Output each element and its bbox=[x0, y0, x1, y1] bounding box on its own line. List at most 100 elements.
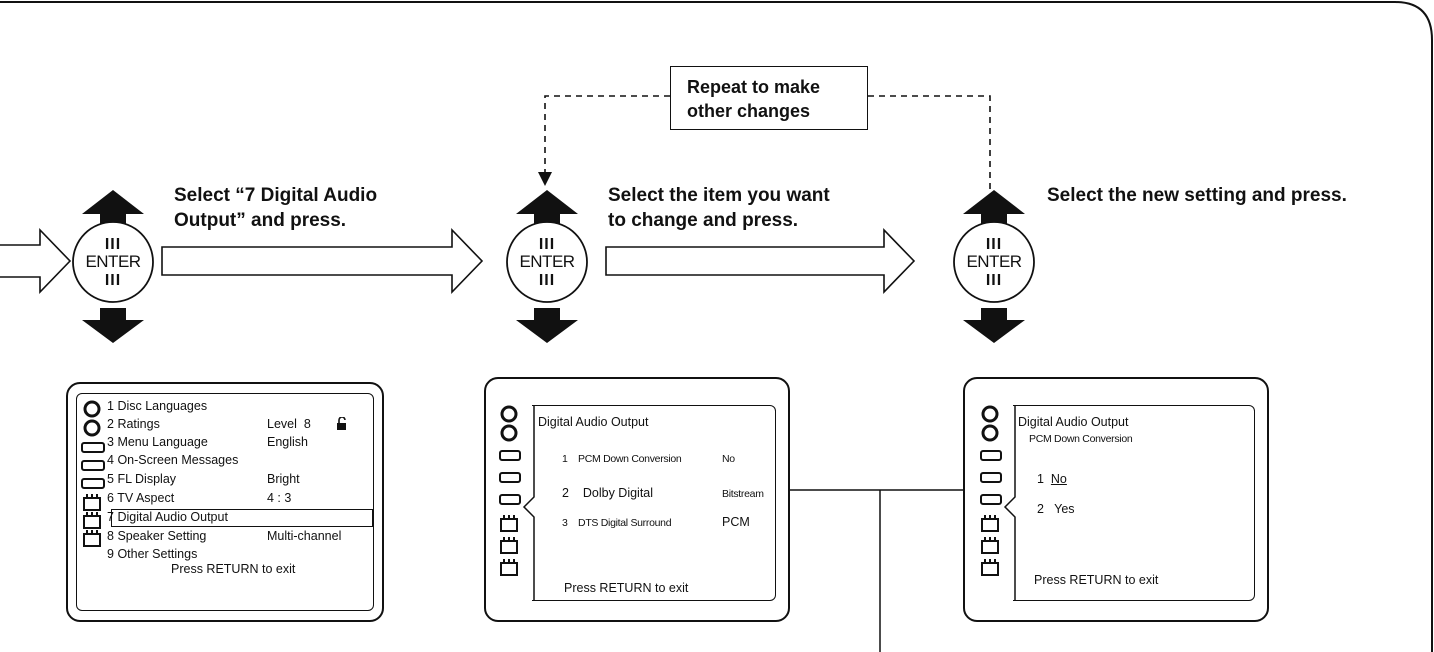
enter-label: ENTER bbox=[85, 252, 141, 271]
item-value: Bitstream bbox=[722, 488, 764, 500]
item-num: 1 bbox=[562, 453, 568, 465]
menu-side-icons bbox=[499, 405, 521, 576]
menu-item-6[interactable]: 6 TV Aspect bbox=[107, 491, 174, 506]
option-num: 1 bbox=[1037, 472, 1044, 486]
option-1[interactable]: 1 No bbox=[1037, 472, 1067, 487]
enter-ticks-top: III bbox=[104, 236, 122, 253]
item-label: Dolby Digital bbox=[582, 486, 654, 500]
item-label: Ratings bbox=[117, 417, 160, 431]
footer-text: Press RETURN to exit bbox=[564, 581, 689, 595]
item-num: 3 bbox=[107, 435, 114, 449]
item-num: 8 bbox=[107, 529, 114, 543]
arrow-down-icon bbox=[516, 308, 578, 343]
menu-item-8[interactable]: 8 Speaker Setting bbox=[107, 529, 206, 544]
enter-ticks-top: III bbox=[985, 236, 1003, 253]
option-2[interactable]: 2 Yes bbox=[1037, 502, 1075, 517]
display-icon bbox=[499, 450, 521, 461]
item-num: 7 bbox=[107, 510, 114, 524]
hollow-arrow-right-icon bbox=[161, 228, 484, 294]
audio-item-1[interactable]: 1 PCM Down Conversion bbox=[562, 452, 682, 467]
enter-button-circle bbox=[72, 221, 154, 303]
speaker-icon bbox=[83, 512, 101, 529]
disc-icon bbox=[500, 424, 518, 442]
audio-item-2[interactable]: 2 Dolby Digital bbox=[562, 486, 653, 501]
item-num: 2 bbox=[562, 486, 569, 500]
screen-notch bbox=[1003, 405, 1016, 601]
enter-ticks-bottom: III bbox=[104, 272, 122, 289]
item-value: Multi-channel bbox=[267, 529, 342, 543]
repeat-loop-arrowhead bbox=[538, 172, 552, 186]
footer-text: Press RETURN to exit bbox=[1034, 573, 1159, 587]
item-value: 4 : 3 bbox=[267, 491, 292, 505]
item-value: PCM bbox=[722, 515, 750, 529]
arrow-down-icon bbox=[82, 308, 144, 343]
item-label: TV Aspect bbox=[117, 491, 175, 505]
setup-menu-screen: 1 Disc Languages 2 Ratings Level 8 3 Men… bbox=[66, 382, 384, 622]
lock-icon bbox=[337, 417, 346, 430]
enter-ticks-bottom: III bbox=[538, 272, 556, 289]
menu-item-7[interactable]: 7 Digital Audio Output bbox=[107, 510, 228, 525]
item-num: 4 bbox=[107, 453, 114, 467]
enter-label: ENTER bbox=[966, 252, 1022, 271]
item-label: Digital Audio Output bbox=[117, 510, 228, 524]
menu-item-3[interactable]: 3 Menu Language bbox=[107, 435, 208, 450]
arrow-up-icon bbox=[82, 190, 144, 226]
arrow-down-icon bbox=[963, 308, 1025, 343]
instruction-step-3: Select the new setting and press. bbox=[1047, 185, 1347, 206]
screen-title: Digital Audio Output bbox=[538, 415, 649, 429]
menu-item-9[interactable]: 9 Other Settings bbox=[107, 547, 197, 562]
item-num: 9 bbox=[107, 547, 114, 561]
repeat-note: Repeat to make other changes bbox=[670, 66, 868, 130]
speaker-icon bbox=[500, 537, 518, 554]
instruction-step-2: Select the item you want to change and p… bbox=[608, 185, 830, 231]
hollow-arrow-right-icon bbox=[0, 228, 72, 294]
disc-icon bbox=[981, 424, 999, 442]
selected-row-highlight bbox=[111, 509, 373, 527]
item-num: 6 bbox=[107, 491, 114, 505]
speaker-icon bbox=[981, 559, 999, 576]
audio-item-3[interactable]: 3 DTS Digital Surround bbox=[562, 516, 672, 531]
item-label: Speaker Setting bbox=[117, 529, 207, 543]
item-label: On-Screen Messages bbox=[117, 453, 239, 467]
screen-inner bbox=[1013, 405, 1255, 601]
enter-button-circle bbox=[953, 221, 1035, 303]
screen-inner: 1 Disc Languages 2 Ratings Level 8 3 Men… bbox=[76, 393, 374, 611]
item-num: 5 bbox=[107, 472, 114, 486]
enter-ticks-bottom: III bbox=[985, 272, 1003, 289]
screen-subtitle: PCM Down Conversion bbox=[1029, 433, 1133, 445]
item-num: 2 bbox=[107, 417, 114, 431]
option-num: 2 bbox=[1037, 502, 1044, 516]
menu-item-1[interactable]: 1 Disc Languages bbox=[107, 399, 207, 414]
repeat-loop-left bbox=[544, 95, 670, 175]
option-label: Yes bbox=[1054, 502, 1075, 516]
display-icon bbox=[980, 472, 1002, 483]
display-icon bbox=[81, 478, 105, 489]
item-label: Menu Language bbox=[117, 435, 208, 449]
item-num: 3 bbox=[562, 517, 568, 529]
item-label: DTS Digital Surround bbox=[578, 517, 672, 529]
screen-title: Digital Audio Output bbox=[1018, 415, 1129, 429]
speaker-icon bbox=[83, 494, 101, 511]
display-icon bbox=[81, 460, 105, 471]
menu-item-2[interactable]: 2 Ratings bbox=[107, 417, 160, 432]
speaker-icon bbox=[500, 515, 518, 532]
item-label: FL Display bbox=[117, 472, 177, 486]
disc-icon bbox=[83, 400, 101, 418]
menu-item-5[interactable]: 5 FL Display bbox=[107, 472, 176, 487]
speaker-icon bbox=[981, 515, 999, 532]
menu-side-icons bbox=[81, 400, 105, 547]
item-value: No bbox=[722, 453, 735, 465]
item-label: PCM Down Conversion bbox=[578, 453, 682, 465]
speaker-icon bbox=[83, 530, 101, 547]
screen-notch bbox=[522, 405, 535, 601]
disc-icon bbox=[500, 405, 518, 423]
hollow-arrow-right-icon bbox=[605, 228, 916, 294]
item-label: Other Settings bbox=[117, 547, 198, 561]
item-label: Disc Languages bbox=[117, 399, 208, 413]
menu-item-4[interactable]: 4 On-Screen Messages bbox=[107, 453, 238, 468]
disc-icon bbox=[83, 419, 101, 437]
speaker-icon bbox=[500, 559, 518, 576]
repeat-loop-right bbox=[868, 95, 991, 190]
